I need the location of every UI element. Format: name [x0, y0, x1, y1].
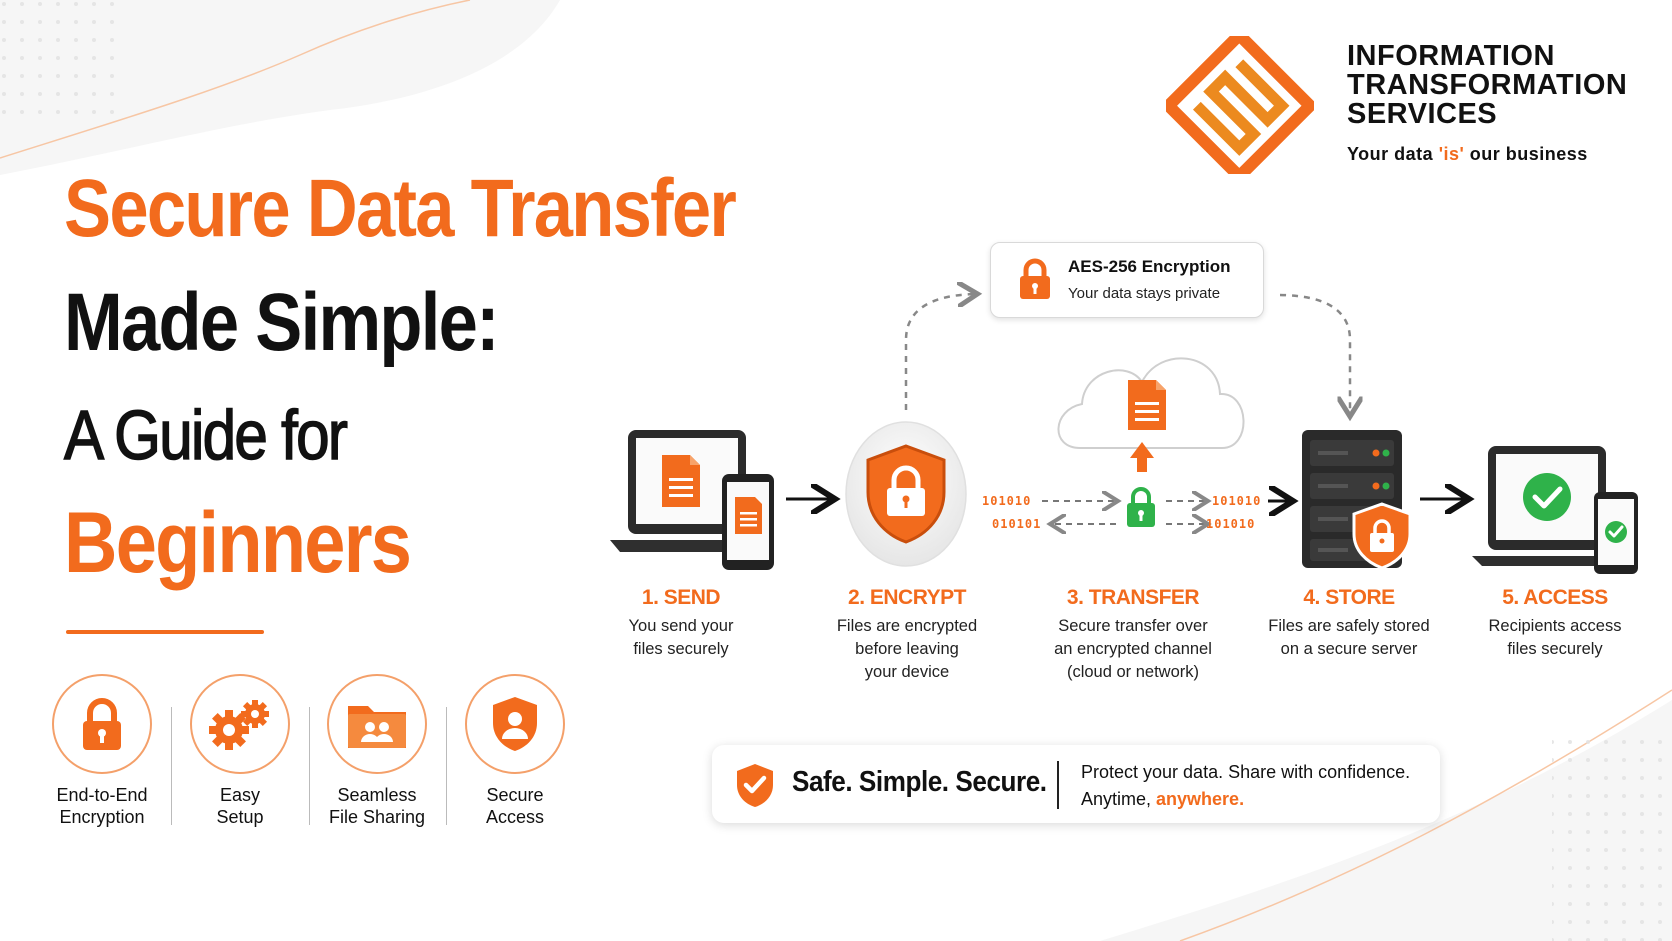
title-line-3: A Guide for: [63, 396, 348, 474]
step-title: 4. STORE: [1303, 586, 1395, 609]
dashed-link-callout-store: [1279, 293, 1350, 414]
callout-title: AES-256 Encryption: [1068, 257, 1231, 276]
step-title: 3. TRANSFER: [1066, 586, 1200, 609]
step-title: 1. SEND: [641, 586, 721, 609]
step-desc-line1: Secure transfer over: [1058, 617, 1208, 635]
brand-logo-mark: [1160, 26, 1319, 185]
padlock-icon: [1020, 258, 1050, 299]
dashed-link-encrypt-callout: [904, 294, 975, 410]
brand-logo-icon: [1160, 26, 1319, 185]
feature-label-line1: End-to-End: [56, 785, 148, 805]
brand-name-line2: TRANSFORMATION: [1347, 69, 1628, 101]
feature-easy-setup: Easy Setup: [176, 674, 304, 828]
step-desc-line1: Recipients access: [1488, 617, 1622, 635]
title-underline: [66, 630, 264, 634]
feature-seamless-file-sharing: Seamless File Sharing: [313, 674, 441, 828]
brand-name-line1: INFORMATION: [1347, 40, 1555, 72]
step-title: 2. ENCRYPT: [848, 586, 966, 609]
banner-text-line2-pre: Anytime,: [1081, 789, 1157, 809]
step-desc-line1: You send your: [628, 617, 734, 635]
title-line-2: Made Simple:: [64, 277, 500, 368]
brand-tagline: Your data 'is' our business: [1347, 144, 1588, 165]
shield-user-icon: [493, 697, 537, 751]
slogan-banner: Safe. Simple. Secure. Protect your data.…: [712, 745, 1440, 823]
banner-divider: [1057, 761, 1059, 809]
banner-slogan: Safe. Simple. Secure.: [792, 766, 1047, 798]
feature-label-line2: Access: [485, 807, 545, 827]
banner-text: Protect your data. Share with confidence…: [1081, 759, 1410, 813]
step-desc-line2: an encrypted channel: [1054, 640, 1212, 658]
brand-tagline-pre: Your data: [1347, 144, 1439, 164]
access-device-icon: [1472, 446, 1638, 574]
feature-label-line1: Secure: [486, 785, 544, 805]
feature-label: Secure Access: [451, 784, 579, 828]
step-description: Recipients access files securely: [1460, 615, 1650, 661]
feature-circle: [465, 674, 565, 774]
step-desc-line2: files securely: [633, 640, 729, 658]
step-title: 5. ACCESS: [1502, 586, 1608, 609]
step-access: 5. ACCESS Recipients access files secure…: [1460, 586, 1650, 661]
brand-name: INFORMATION TRANSFORMATION SERVICES: [1347, 42, 1627, 129]
shared-folder-icon: [348, 706, 406, 748]
binary-right-bottom: 101010: [1206, 517, 1256, 531]
step-description: Files are safely stored on a secure serv…: [1254, 615, 1444, 661]
title-line-4: Beginners: [64, 495, 412, 591]
banner-text-line1: Protect your data. Share with confidence…: [1081, 762, 1411, 782]
step-desc-line3: your device: [864, 663, 950, 681]
title-line-1: Secure Data Transfer: [64, 163, 737, 254]
feature-circle: [190, 674, 290, 774]
banner-text-line2: Anytime, anywhere.: [1081, 786, 1410, 813]
step-send: 1. SEND You send your files securely: [586, 586, 776, 661]
brand-tagline-post: our business: [1464, 144, 1588, 164]
feature-divider: [309, 707, 310, 825]
step-transfer: 3. TRANSFER Secure transfer over an encr…: [1038, 586, 1228, 684]
step-description: Secure transfer over an encrypted channe…: [1038, 615, 1228, 684]
banner-text-line2-highlight: anywhere.: [1156, 789, 1245, 809]
feature-divider: [171, 707, 172, 825]
feature-circle: [327, 674, 427, 774]
green-lock-icon: [1127, 487, 1155, 527]
step-desc-line2: before leaving: [855, 640, 959, 658]
step-desc-line2: files securely: [1507, 640, 1603, 658]
step-desc-line3: (cloud or network): [1066, 663, 1200, 681]
binary-right-top: 101010: [1212, 494, 1262, 508]
store-server-icon: [1302, 430, 1412, 570]
feature-label-line2: Setup: [216, 807, 264, 827]
feature-circle: [52, 674, 152, 774]
padlock-icon: [83, 698, 121, 750]
feature-label-line1: Easy: [219, 785, 261, 805]
feature-label: Easy Setup: [176, 784, 304, 828]
gears-icon: [209, 700, 269, 750]
step-desc-line1: Files are safely stored: [1268, 617, 1430, 635]
callout-subtitle: Your data stays private: [1068, 285, 1221, 302]
feature-secure-access: Secure Access: [451, 674, 579, 828]
feature-label-line2: Encryption: [59, 807, 145, 827]
feature-label: Seamless File Sharing: [313, 784, 441, 828]
brand-tagline-highlight: 'is': [1438, 144, 1465, 164]
send-device-icon: [610, 430, 774, 570]
transfer-cloud-icon: [1057, 357, 1245, 472]
step-store: 4. STORE Files are safely stored on a se…: [1254, 586, 1444, 661]
feature-label-line2: File Sharing: [328, 807, 426, 827]
shield-check-icon: [737, 764, 773, 807]
binary-left-top: 101010: [982, 494, 1032, 508]
feature-label-line1: Seamless: [337, 785, 417, 805]
feature-label: End-to-End Encryption: [38, 784, 166, 828]
brand-name-line3: SERVICES: [1347, 98, 1498, 130]
step-description: You send your files securely: [586, 615, 776, 661]
step-desc-line1: Files are encrypted: [836, 617, 978, 635]
step-description: Files are encrypted before leaving your …: [812, 615, 1002, 684]
page-title: Secure Data Transfer Made Simple: A Guid…: [63, 163, 884, 591]
binary-left-bottom: 010101: [992, 517, 1042, 531]
feature-divider: [446, 707, 447, 825]
encryption-callout: AES-256 Encryption Your data stays priva…: [990, 242, 1264, 318]
encrypt-shield-icon: [845, 421, 967, 567]
step-encrypt: 2. ENCRYPT Files are encrypted before le…: [812, 586, 1002, 684]
step-desc-line2: on a secure server: [1280, 640, 1418, 658]
feature-end-to-end-encryption: End-to-End Encryption: [38, 674, 166, 828]
